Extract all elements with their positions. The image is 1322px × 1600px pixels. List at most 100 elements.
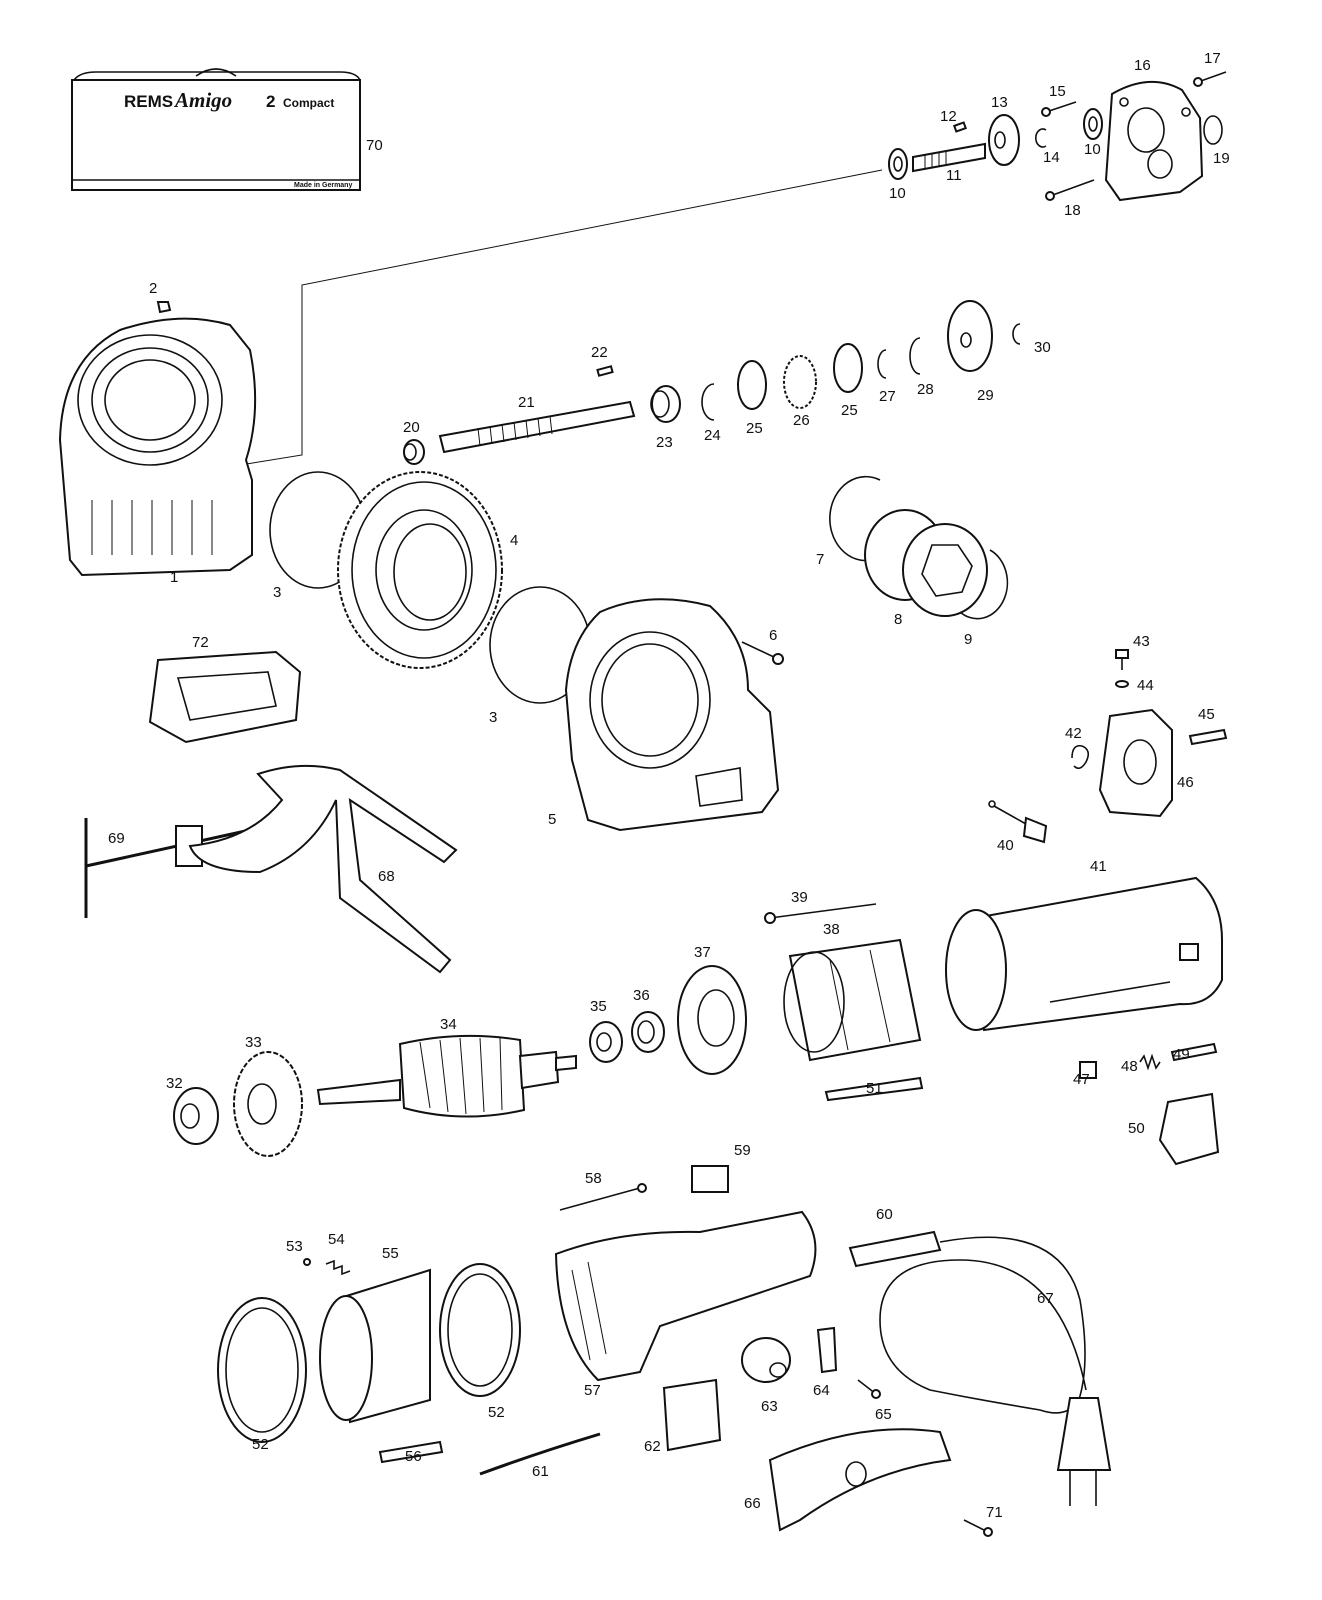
part-50-switch-cover [1158,1092,1220,1166]
label-27: 27 [879,388,896,405]
label-25b: 25 [841,402,858,419]
part-21-worm-shaft [438,400,636,454]
part-54-spring [325,1259,351,1276]
part-12-key [952,121,968,133]
label-1: 1 [170,569,178,586]
label-12: 12 [940,108,957,125]
label-67: 67 [1037,1290,1054,1307]
label-55: 55 [382,1245,399,1262]
case-variant: Compact [283,96,334,110]
part-26-disc-spring [783,355,817,409]
label-42: 42 [1065,725,1082,742]
label-14: 14 [1043,149,1060,166]
label-71: 71 [986,1504,1003,1521]
case-brand: REMS [124,92,173,111]
label-60: 60 [876,1206,893,1223]
label-45: 45 [1198,706,1215,723]
part-62-switch [662,1378,722,1452]
label-32: 32 [166,1075,183,1092]
label-56: 56 [405,1448,422,1465]
part-44-washer [1115,680,1129,688]
label-58: 58 [585,1170,602,1187]
part-70-carrying-case: REMS Amigo 2 Compact Made in Germany [71,68,361,191]
part-32-bearing [173,1087,219,1145]
label-13: 13 [991,94,1008,111]
part-64-clamp [816,1326,838,1374]
part-45-pin [1188,728,1228,746]
label-6: 6 [769,627,777,644]
label-43: 43 [1133,633,1150,650]
part-4-large-gear [337,471,503,669]
label-52b: 52 [488,1404,505,1421]
label-17: 17 [1204,50,1221,67]
label-29: 29 [977,387,994,404]
label-28: 28 [917,381,934,398]
part-28-circlip [909,337,921,375]
part-7-ring [829,475,881,562]
part-16-gear-housing [1104,80,1204,202]
label-57: 57 [584,1382,601,1399]
part-61-wire [479,1432,601,1476]
label-5: 5 [548,811,556,828]
part-10-bearing-a [888,148,908,180]
label-72: 72 [192,634,209,651]
part-27-circlip [877,349,887,379]
label-8: 8 [894,611,902,628]
label-66: 66 [744,1495,761,1512]
label-70: 70 [366,137,383,154]
part-29-drive-gear [947,300,993,372]
label-3b: 3 [489,709,497,726]
part-53-ball [303,1258,311,1266]
label-21: 21 [518,394,535,411]
part-9-ring [959,549,1009,620]
part-22-key [596,365,614,377]
label-39: 39 [791,889,808,906]
label-54: 54 [328,1231,345,1248]
part-37-baffle [677,965,747,1075]
part-35-bearing [589,1021,623,1063]
part-23-needle-bearing [650,385,681,423]
part-36-bushing [631,1011,665,1053]
label-51: 51 [866,1080,883,1097]
part-52-seal-b [439,1263,521,1397]
label-63: 63 [761,1398,778,1415]
part-2-nut [156,301,172,314]
label-61: 61 [532,1463,549,1480]
part-60-cord-sleeve [848,1230,942,1268]
part-47-screw [1079,1061,1097,1079]
part-17-screw [1193,71,1227,87]
label-22: 22 [591,344,608,361]
label-48: 48 [1121,1058,1138,1075]
label-36: 36 [633,987,650,1004]
label-46: 46 [1177,774,1194,791]
part-5-housing [564,598,780,832]
part-58-screw [559,1183,647,1211]
part-25-washer-a [737,360,767,410]
label-64: 64 [813,1382,830,1399]
part-13-spur-gear [988,114,1020,166]
part-59-capacitor [691,1165,729,1193]
label-68: 68 [378,868,395,885]
label-10a: 10 [889,185,906,202]
label-24: 24 [704,427,721,444]
part-8-spindle-adapter [864,509,988,617]
label-33: 33 [245,1034,262,1051]
part-49-pin [1170,1042,1218,1062]
label-7: 7 [816,551,824,568]
part-25-washer-b [833,343,863,393]
part-56-pin [378,1440,444,1464]
part-14-circlip [1035,128,1047,148]
label-18: 18 [1064,202,1081,219]
label-47: 47 [1073,1071,1090,1088]
label-9: 9 [964,631,972,648]
label-30: 30 [1034,339,1051,356]
label-16: 16 [1134,57,1151,74]
part-43-screw [1115,649,1129,670]
label-38: 38 [823,921,840,938]
part-38-stator [783,938,922,1062]
label-25a: 25 [746,420,763,437]
label-50: 50 [1128,1120,1145,1137]
part-57-handle-housing [554,1210,817,1382]
case-model: Amigo [173,88,232,112]
part-11-pinion-shaft [912,142,986,173]
